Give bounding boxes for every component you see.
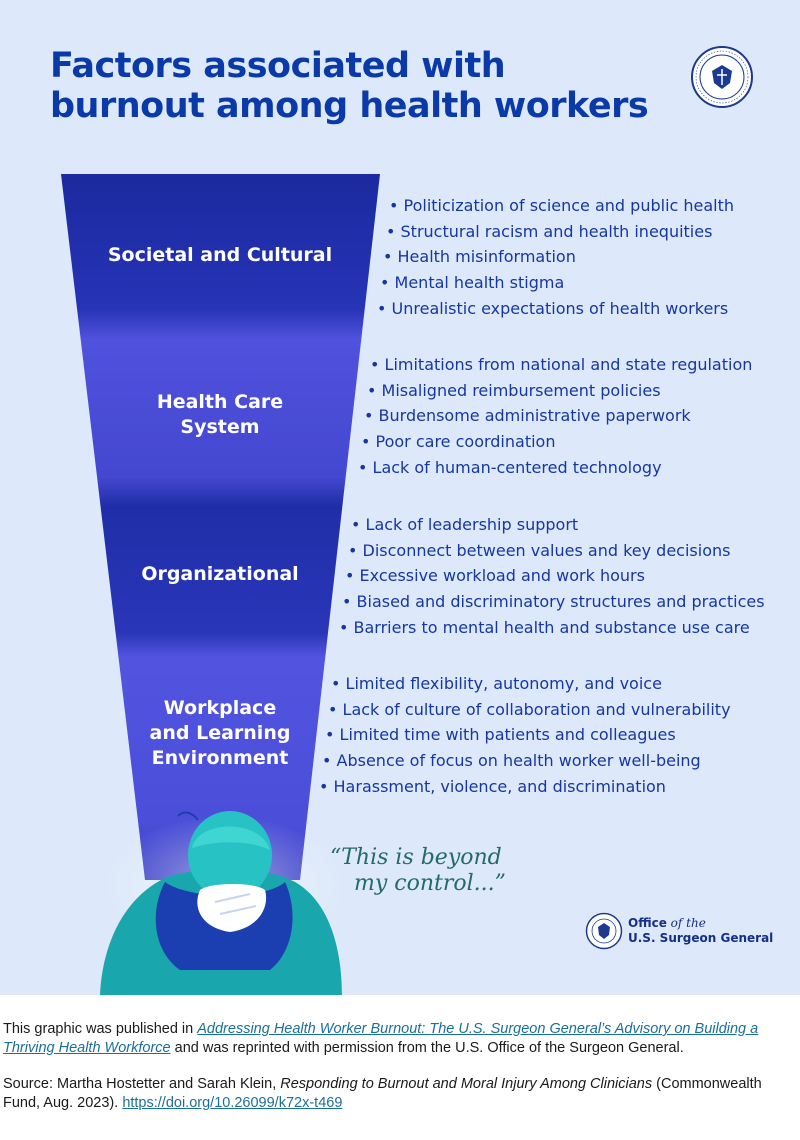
page-title: Factors associated with burnout among he… — [50, 46, 649, 126]
list-item: • Limited time with patients and colleag… — [325, 725, 676, 744]
advisory-link-text: Addressing Health Worker Burnout: The U.… — [3, 1021, 759, 1056]
office-line-2: U.S. Surgeon General — [628, 931, 774, 945]
tier-label-workplace: Workplace and Learning Environment — [100, 696, 340, 771]
caption-publication: This graphic was published in Addressing… — [3, 1020, 798, 1058]
list-item: • Misaligned reimbursement policies — [367, 381, 661, 400]
source-title: Responding to Burnout and Moral Injury A… — [280, 1076, 653, 1092]
list-item: • Harassment, violence, and discriminati… — [319, 777, 666, 796]
tier-label-line: Workplace — [163, 697, 277, 719]
list-item: • Poor care coordination — [361, 432, 556, 451]
tier-label-line: Environment — [151, 747, 289, 769]
quote-line-1: “This is beyond — [330, 845, 502, 870]
list-item: • Burdensome administrative paperwork — [364, 406, 691, 425]
tier-label-line: and Learning — [149, 722, 291, 744]
caption-text: (Commonwealth Fund, Aug. 2023). — [3, 1076, 762, 1111]
caption-text: This graphic was published in — [3, 1021, 198, 1037]
list-item: • Biased and discriminatory structures a… — [342, 592, 765, 611]
tier-label-organizational: Organizational — [100, 562, 340, 587]
quote: “This is beyond my control...” — [330, 845, 506, 897]
tier-label-line: Organizational — [141, 563, 299, 585]
caption-text: and was reprinted with permission from t… — [170, 1040, 684, 1056]
office-of-the: of the — [666, 916, 706, 930]
office-word: Office — [628, 916, 667, 930]
tier-label-line: System — [180, 416, 260, 438]
list-item: • Unrealistic expectations of health wor… — [377, 299, 729, 318]
list-item: • Disconnect between values and key deci… — [348, 541, 731, 560]
tier-label-line: Health Care — [156, 391, 284, 413]
list-item: • Mental health stigma — [380, 273, 565, 292]
list-item: • Lack of culture of collaboration and v… — [328, 700, 731, 719]
office-logo-text: Office of the U.S. Surgeon General — [628, 916, 773, 946]
funnel-graphic — [61, 174, 380, 880]
title-line-2: burnout among health workers — [50, 86, 649, 126]
health-worker-figure-icon — [100, 811, 345, 995]
quote-line-2: my control...” — [354, 871, 506, 896]
list-item: • Lack of human-centered technology — [358, 458, 662, 477]
tier-label-line: Societal and Cultural — [107, 244, 333, 266]
advisory-link[interactable]: Addressing Health Worker Burnout: The U.… — [3, 1021, 758, 1056]
list-item: • Absence of focus on health worker well… — [322, 751, 701, 770]
title-line-1: Factors associated with — [50, 46, 506, 86]
tier-label-health-care: Health Care System — [100, 390, 340, 440]
tier-label-societal: Societal and Cultural — [90, 243, 350, 268]
caption-text: Source: Martha Hostetter and Sarah Klein… — [3, 1076, 281, 1092]
infographic-card: Factors associated with burnout among he… — [0, 0, 800, 995]
list-item: • Structural racism and health inequitie… — [386, 222, 713, 241]
list-item: • Limitations from national and state re… — [370, 355, 753, 374]
doi-link[interactable]: https://doi.org/10.26099/k72x-t469 — [122, 1095, 343, 1111]
list-item: • Excessive workload and work hours — [345, 566, 645, 585]
list-item: • Politicization of science and public h… — [389, 196, 735, 215]
caption-source: Source: Martha Hostetter and Sarah Klein… — [3, 1075, 798, 1113]
list-item: • Lack of leadership support — [351, 515, 579, 534]
list-item: • Health misinformation — [383, 247, 576, 266]
office-line-1: Office of the — [628, 916, 773, 931]
surgeon-general-seal-icon — [585, 912, 623, 950]
public-health-seal-icon — [691, 46, 753, 108]
list-item: • Limited flexibility, autonomy, and voi… — [331, 674, 662, 693]
list-item: • Barriers to mental health and substanc… — [339, 618, 750, 637]
